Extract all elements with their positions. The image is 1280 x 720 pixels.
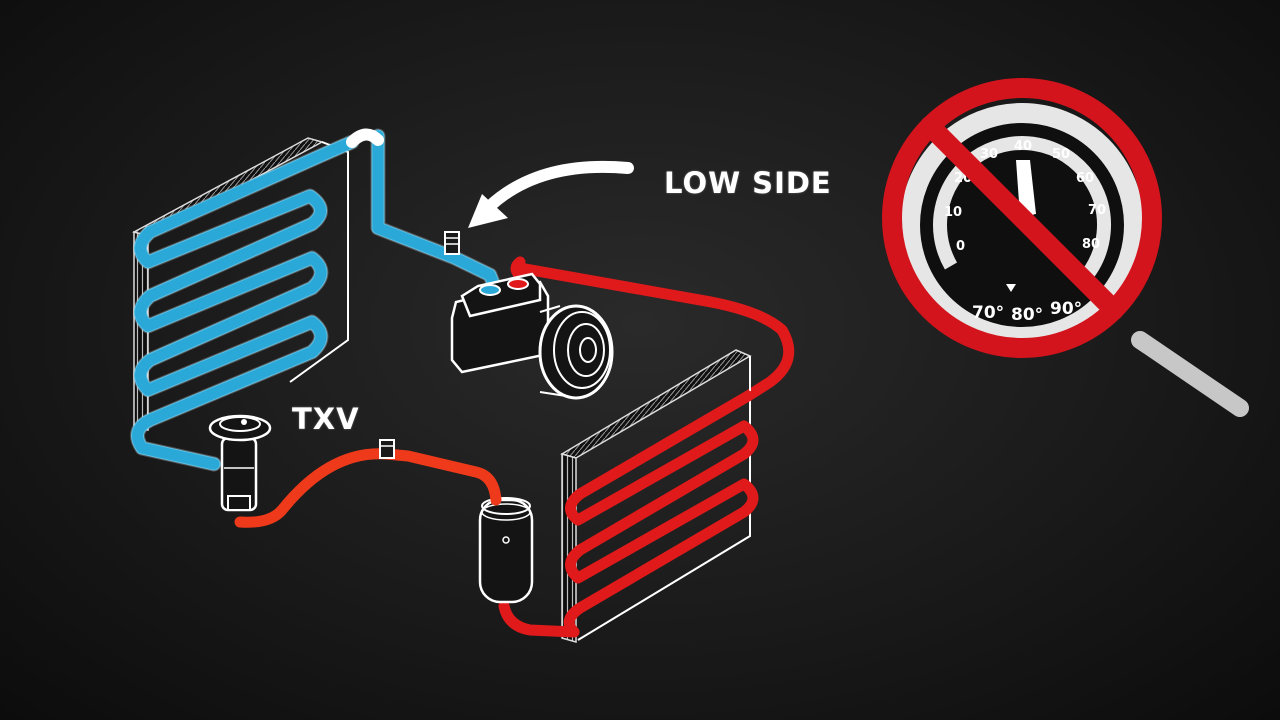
- txv-label: TXV: [292, 402, 360, 436]
- prohibition-icon: [882, 78, 1162, 358]
- evaporator: [130, 128, 503, 472]
- temp-label: 90°: [1050, 299, 1082, 319]
- liquid-line-to-drier: [498, 600, 580, 638]
- dial-number: 10: [944, 205, 962, 220]
- condenser: [560, 349, 759, 643]
- txv-valve: [208, 414, 272, 512]
- curved-arrow-left-icon: [468, 160, 634, 228]
- gauge-needle: [1016, 160, 1036, 216]
- temp-label: 80°: [1011, 305, 1043, 325]
- thermometer-probe: [1131, 331, 1249, 417]
- dial-number: 30: [980, 147, 998, 162]
- dial-number: 0: [956, 239, 965, 254]
- condenser-coil: [563, 390, 759, 638]
- dial-number: 70: [1088, 203, 1106, 218]
- dial-number: 50: [1052, 147, 1070, 162]
- dial-number: 80: [1082, 237, 1100, 252]
- compressor: [450, 272, 614, 400]
- low-side-service-port: [444, 231, 460, 255]
- high-side-service-port: [379, 439, 395, 459]
- dial-number: 40: [1014, 139, 1032, 154]
- low-side-label: LOW SIDE: [664, 166, 832, 200]
- discharge-line: [514, 262, 795, 402]
- dial-number: 60: [1076, 171, 1094, 186]
- temp-label: 70°: [972, 303, 1004, 323]
- liquid-line-to-txv: [234, 448, 502, 528]
- receiver-drier: [478, 497, 534, 604]
